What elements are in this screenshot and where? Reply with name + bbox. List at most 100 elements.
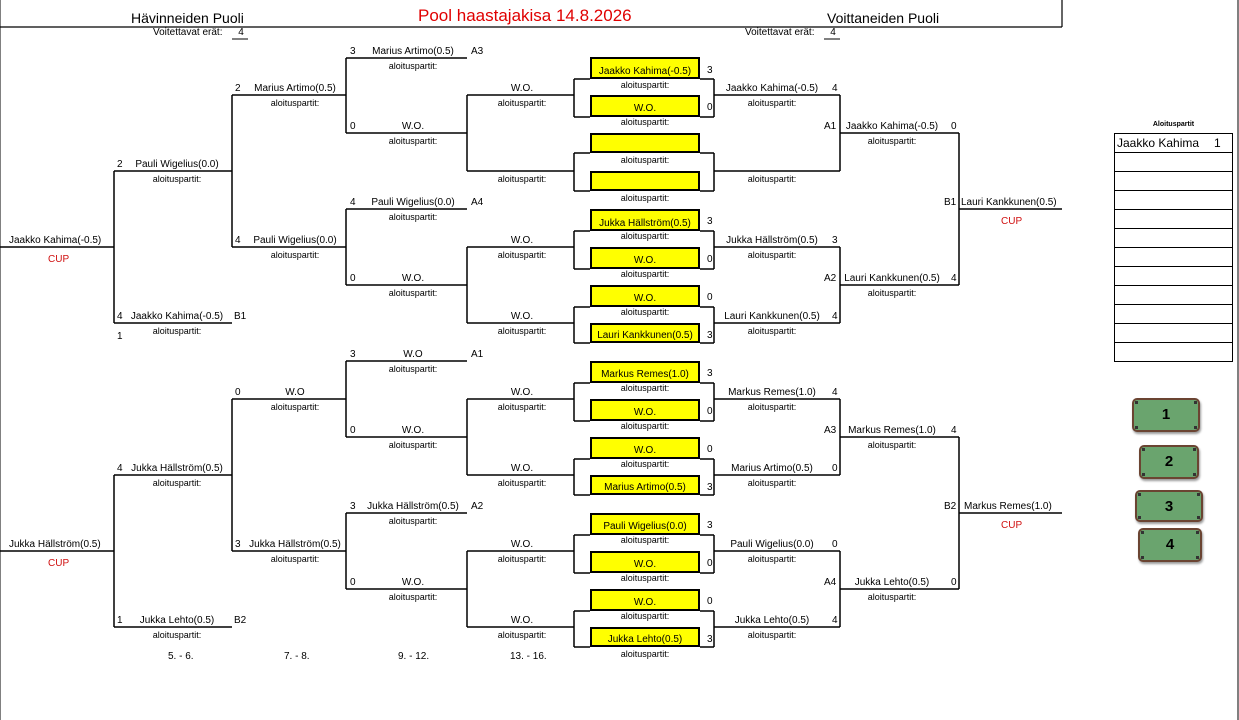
player-name[interactable]: Jukka Lehto(0.5) [734,615,810,626]
player-name[interactable]: W.O. [510,463,534,474]
match-score[interactable]: 0 [235,387,241,398]
player-name[interactable]: Pauli Wigelius(0.0) [730,539,814,550]
player-name[interactable]: Jukka Hällström(0.5) [726,235,818,246]
player-name[interactable]: Pauli Wigelius(0.0) [135,159,219,170]
match-score[interactable]: 0 [707,254,713,265]
match-score[interactable]: 4 [832,387,838,398]
match-score[interactable]: 1 [117,615,123,626]
match-score[interactable]: 4 [350,197,356,208]
match-score[interactable]: 0 [707,406,713,417]
match-score[interactable]: 0 [832,463,838,474]
player-name[interactable]: W.O. [510,387,534,398]
player-name[interactable]: Marius Artimo(0.5) [254,83,336,94]
winner-final-player[interactable]: Markus Remes(1.0) [964,501,1052,512]
center-player-cell[interactable]: W.O. [590,247,700,269]
player-name[interactable]: Jaakko Kahima(-0.5) [725,83,819,94]
player-name[interactable]: W.O. [510,235,534,246]
match-score[interactable]: 0 [951,577,957,588]
aloituspartit-row[interactable] [1115,172,1232,191]
aloituspartit-row[interactable] [1115,267,1232,286]
match-score[interactable]: 3 [707,520,713,531]
player-name[interactable]: W.O. [510,83,534,94]
match-score[interactable]: 3 [707,368,713,379]
player-name[interactable]: Jaakko Kahima(-0.5) [130,311,224,322]
match-score[interactable]: 3 [350,46,356,57]
table-4-button[interactable]: 4 [1138,528,1202,562]
match-score[interactable]: 3 [350,349,356,360]
aloituspartit-row[interactable] [1115,324,1232,343]
player-name[interactable]: Markus Remes(1.0) [728,387,816,398]
match-score[interactable]: 0 [707,102,713,113]
aloituspartit-row[interactable] [1115,229,1232,248]
player-name[interactable]: W.O. [510,311,534,322]
player-name[interactable]: W.O. [401,121,425,132]
player-name[interactable]: Jaakko Kahima(-0.5) [845,121,939,132]
loser-final-player[interactable]: Jaakko Kahima(-0.5) [9,235,102,246]
table-3-button[interactable]: 3 [1135,490,1203,522]
center-player-cell[interactable]: W.O. [590,589,700,611]
player-name[interactable]: W.O. [510,539,534,550]
center-player-cell[interactable]: W.O. [590,95,700,117]
match-score[interactable]: 0 [832,539,838,550]
match-score[interactable]: 4 [832,615,838,626]
player-name[interactable]: Markus Remes(1.0) [848,425,936,436]
player-name[interactable]: W.O. [401,425,425,436]
player-name[interactable]: Jukka Hällström(0.5) [367,501,459,512]
match-score[interactable]: 3 [707,65,713,76]
winner-final-player[interactable]: Lauri Kankkunen(0.5) [961,197,1057,208]
match-score[interactable]: 0 [951,121,957,132]
match-score[interactable]: 0 [707,292,713,303]
center-player-cell[interactable]: Jukka Hällström(0.5) [590,209,700,231]
aloituspartit-row[interactable] [1115,286,1232,305]
player-name[interactable]: Jukka Hällström(0.5) [131,463,223,474]
center-player-cell[interactable]: W.O. [590,285,700,307]
races-to-win-value[interactable]: 4 [238,27,244,38]
match-score[interactable]: 4 [117,311,123,322]
aloituspartit-row[interactable] [1115,248,1232,267]
center-player-cell[interactable]: Lauri Kankkunen(0.5) [590,323,700,343]
center-player-cell[interactable]: Pauli Wigelius(0.0) [590,513,700,535]
table-2-button[interactable]: 2 [1139,445,1199,479]
player-name[interactable]: Jukka Lehto(0.5) [854,577,930,588]
table-1-button[interactable]: 1 [1132,398,1200,432]
match-score[interactable]: 4 [951,425,957,436]
loser-final-player[interactable]: Jukka Hällström(0.5) [9,539,101,550]
races-to-win-value[interactable]: 4 [830,27,836,38]
center-player-cell[interactable] [590,133,700,153]
player-name[interactable]: Jukka Hällström(0.5) [249,539,341,550]
player-name[interactable]: Marius Artimo(0.5) [731,463,813,474]
player-name[interactable]: Lauri Kankkunen(0.5) [844,273,940,284]
player-name[interactable]: W.O. [510,615,534,626]
center-player-cell[interactable]: Marius Artimo(0.5) [590,475,700,495]
match-score[interactable]: 4 [117,463,123,474]
match-score[interactable]: 0 [707,596,713,607]
match-score[interactable]: 0 [350,273,356,284]
player-name[interactable]: W.O. [401,273,425,284]
player-name[interactable]: Lauri Kankkunen(0.5) [724,311,820,322]
match-score[interactable]: 4 [832,83,838,94]
match-score[interactable]: 0 [707,558,713,569]
match-score[interactable]: 2 [235,83,241,94]
aloituspartit-row[interactable] [1115,153,1232,172]
match-score[interactable]: 4 [235,235,241,246]
center-player-cell[interactable]: W.O. [590,551,700,573]
match-score[interactable]: 0 [350,121,356,132]
player-name[interactable]: W.O. [401,577,425,588]
match-score[interactable]: 0 [350,425,356,436]
player-name[interactable]: Marius Artimo(0.5) [372,46,454,57]
match-score[interactable]: 3 [832,235,838,246]
match-score[interactable]: 3 [707,482,713,493]
match-score[interactable]: 3 [707,330,713,341]
player-name[interactable]: Pauli Wigelius(0.0) [371,197,455,208]
match-score[interactable]: 0 [350,577,356,588]
player-name[interactable]: W.O [285,387,305,398]
match-score[interactable]: 2 [117,159,123,170]
player-name[interactable]: Pauli Wigelius(0.0) [253,235,337,246]
match-score[interactable]: 4 [832,311,838,322]
center-player-cell[interactable] [590,171,700,191]
center-player-cell[interactable]: W.O. [590,399,700,421]
center-player-cell[interactable]: W.O. [590,437,700,459]
center-player-cell[interactable]: Jukka Lehto(0.5) [590,627,700,647]
aloituspartit-row[interactable] [1115,305,1232,324]
